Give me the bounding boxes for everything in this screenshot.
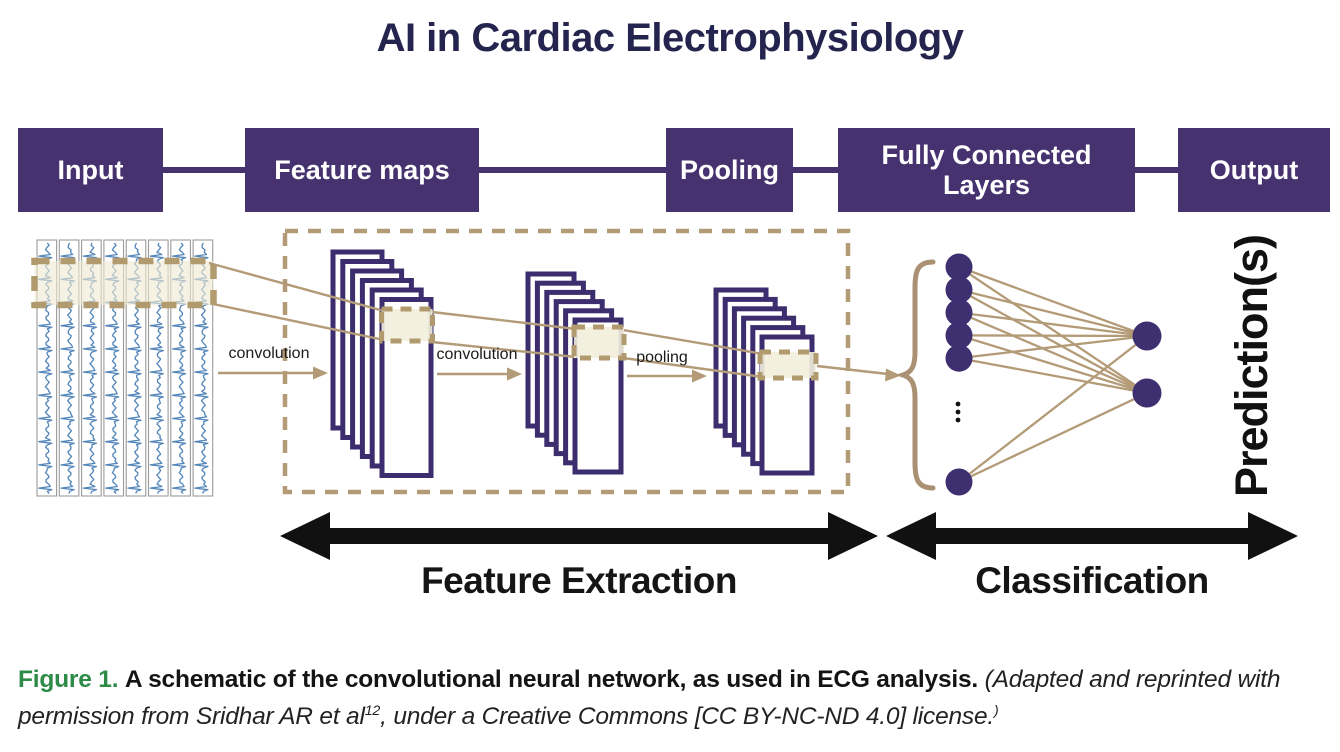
- closing-paren-superscript: ): [994, 702, 999, 719]
- pipeline-box-label: Input: [57, 154, 124, 185]
- ecg-highlight-band: [34, 261, 214, 305]
- fc-connection-line: [958, 288, 1148, 338]
- pipeline-box-feature-maps: Feature maps: [245, 128, 479, 212]
- pipeline-box-output: Output: [1178, 128, 1330, 212]
- convolution-arrow-1: [218, 366, 328, 380]
- caption-attribution: (Adapted and reprinted with permission f…: [18, 666, 1281, 730]
- fc-connection-line: [958, 391, 1148, 484]
- feature-extraction-dashed-box: [282, 228, 851, 495]
- prediction-label: Prediction(s): [1226, 234, 1277, 498]
- feature-extraction-span-arrow: [280, 512, 878, 560]
- fc-ellipsis-dot: [955, 401, 961, 407]
- figure-caption: Figure 1. A schematic of the convolution…: [18, 662, 1326, 736]
- pipeline-connector: [478, 167, 668, 173]
- pipeline-box-label: Output: [1209, 154, 1299, 185]
- fc-connection-line: [958, 334, 1148, 360]
- fc-input-node: [945, 344, 973, 372]
- fc-connection-line: [958, 335, 1148, 483]
- pipeline-box-fully-connected: Fully Connected Layers: [838, 128, 1135, 212]
- fc-input-node: [945, 276, 973, 304]
- convolution-arrow-2: [437, 367, 522, 381]
- fc-connection-line: [958, 265, 1148, 338]
- to-classifier-arrow: [816, 364, 901, 382]
- fc-connection-line: [958, 311, 1148, 338]
- pipeline-connector: [792, 167, 840, 173]
- convolution-label-1: convolution: [228, 345, 310, 362]
- fc-output-node: [1132, 321, 1162, 351]
- feature-map-highlights: [379, 306, 819, 381]
- fc-connection-line: [958, 334, 1148, 338]
- classification-label: Classification: [975, 560, 1209, 601]
- figure-number: Figure 1.: [18, 666, 119, 693]
- caption-bold-text: A schematic of the convolutional neural …: [124, 666, 979, 693]
- pipeline-box-label: Pooling: [680, 154, 779, 185]
- pipeline-box-label: Feature maps: [274, 154, 450, 185]
- pipeline-box-pooling: Pooling: [666, 128, 793, 212]
- fc-connection-line: [958, 288, 1148, 395]
- pipeline-connector: [1134, 167, 1180, 173]
- fc-ellipsis-dot: [955, 409, 961, 415]
- fc-input-brace: [895, 259, 936, 491]
- figure-title: AI in Cardiac Electrophysiology: [376, 16, 964, 60]
- feature-map-stacks: [330, 249, 815, 478]
- reference-superscript: 12: [364, 702, 381, 719]
- fc-connection-line: [958, 311, 1148, 395]
- fc-input-node: [945, 253, 973, 281]
- fc-input-node: [945, 299, 973, 327]
- fully-connected-network: [945, 253, 1162, 496]
- fc-connection-line: [958, 334, 1148, 395]
- ecg-highlight-band-border: [31, 257, 217, 309]
- convolution-label-2: convolution: [436, 346, 518, 363]
- fc-output-node: [1132, 378, 1162, 408]
- pipeline-box-label: Fully Connected Layers: [881, 139, 1092, 200]
- classification-span-arrow: [886, 512, 1298, 560]
- fc-input-node: [945, 321, 973, 349]
- fc-ellipsis-dot: [955, 417, 961, 423]
- pipeline-connector: [163, 167, 247, 173]
- pooling-arrow: [627, 369, 707, 383]
- fc-connection-line: [958, 357, 1148, 395]
- pooling-label: pooling: [636, 349, 688, 366]
- pipeline-box-input: Input: [18, 128, 163, 212]
- fc-connection-line: [958, 266, 1148, 394]
- receptive-field-lines: [208, 261, 764, 379]
- fc-input-node: [945, 468, 973, 496]
- feature-extraction-label: Feature Extraction: [421, 560, 737, 601]
